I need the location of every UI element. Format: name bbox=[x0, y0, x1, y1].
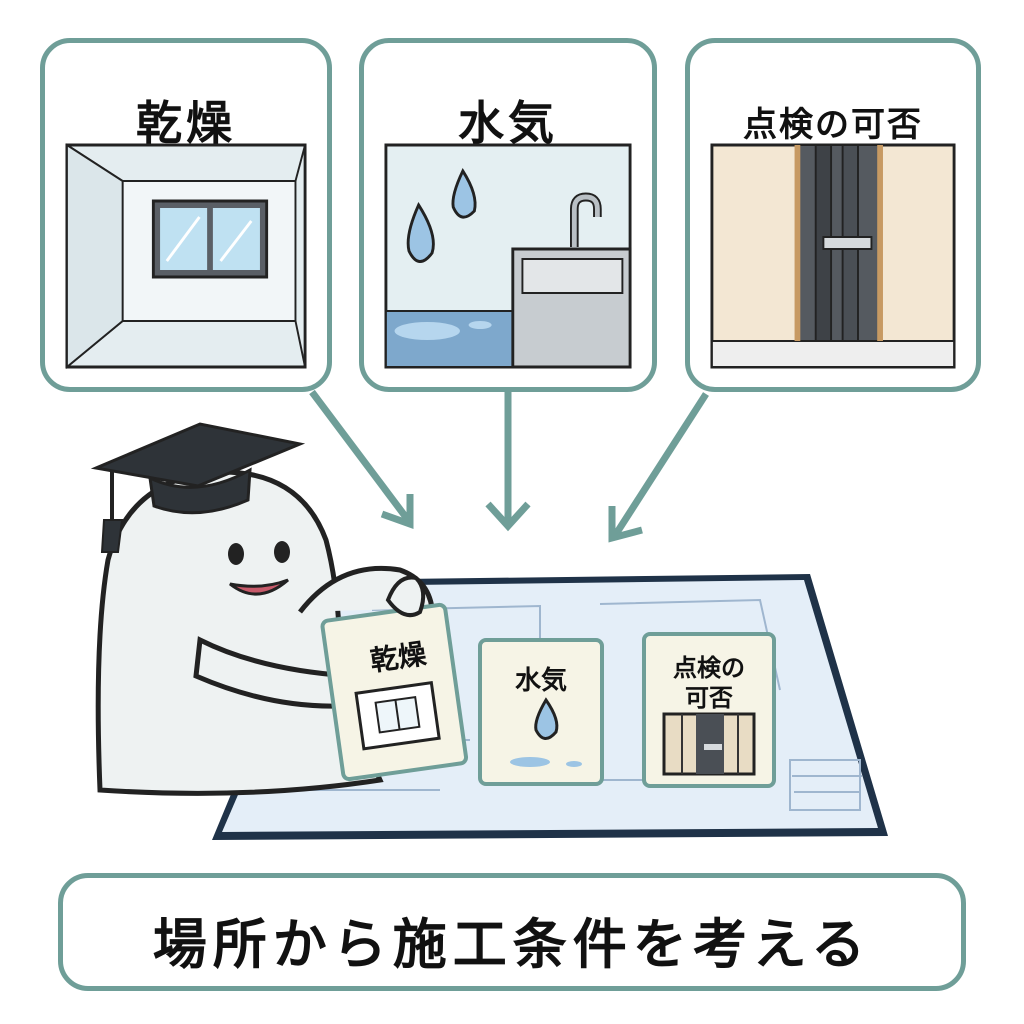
arrow-from-moisture bbox=[485, 392, 531, 532]
arrow-from-inspection bbox=[608, 392, 709, 543]
water-drop-icon bbox=[406, 201, 435, 263]
card-inspection-label-1: 点検の bbox=[673, 654, 745, 682]
wet-area-illustration bbox=[384, 143, 632, 369]
character bbox=[90, 422, 435, 796]
caption-text: 場所から施工条件を考える bbox=[152, 913, 872, 976]
graduation-cap-icon bbox=[90, 422, 306, 553]
card-moisture bbox=[478, 638, 604, 786]
panel-inspection: 点検の可否 bbox=[685, 38, 981, 392]
arrow-from-dry bbox=[309, 389, 414, 529]
panel-dry: 乾燥 bbox=[40, 38, 332, 392]
panel-moisture-title: 水気 bbox=[458, 96, 558, 150]
card-moisture-label: 水気 bbox=[514, 666, 567, 696]
window-icon bbox=[151, 199, 269, 279]
card-inspection bbox=[642, 632, 776, 788]
panel-dry-title: 乾燥 bbox=[136, 96, 236, 150]
card-inspection-label-2: 可否 bbox=[685, 684, 733, 712]
panel-inspection-title: 点検の可否 bbox=[743, 105, 923, 145]
dry-room-illustration bbox=[65, 143, 307, 369]
pipe-shaft-illustration bbox=[710, 143, 956, 369]
pipe-shaft-icon bbox=[794, 144, 883, 342]
caption-box: 場所から施工条件を考える bbox=[58, 873, 966, 991]
card-dry bbox=[320, 602, 469, 782]
panel-moisture: 水気 bbox=[359, 38, 657, 392]
